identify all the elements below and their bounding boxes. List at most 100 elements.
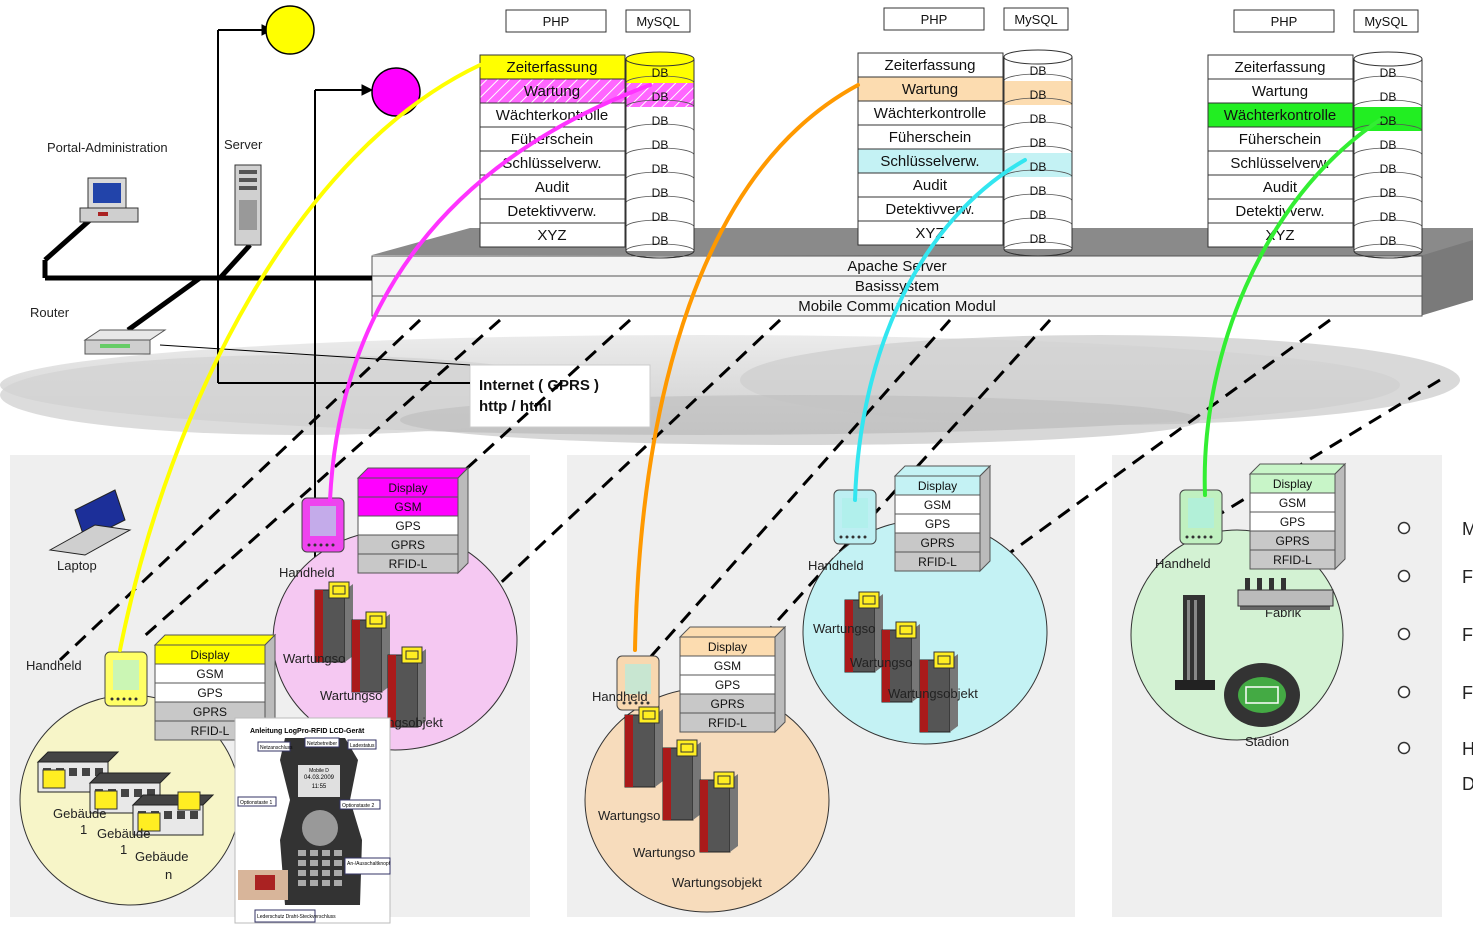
handheld-label-5: Handheld — [1155, 556, 1211, 571]
handheld-icon — [1179, 489, 1223, 545]
yellow-node — [265, 5, 315, 55]
module-box — [857, 100, 1004, 126]
module-label: Audit — [1263, 179, 1298, 196]
module-label: Detektivverw. — [1235, 203, 1324, 220]
device-layer-label: RFID-L — [918, 555, 957, 569]
manual-screen-mobile: Mobile D — [309, 768, 329, 774]
db-label: DB — [652, 186, 669, 200]
module-label: Audit — [535, 179, 570, 196]
device-layer-label: GPS — [925, 517, 950, 531]
php-box — [1233, 9, 1335, 33]
router-icon — [83, 329, 167, 355]
manual-callout-3: Ladestatus — [350, 743, 375, 749]
object-label-p1: Wartungso — [283, 651, 345, 666]
module-label: Wartung — [902, 81, 958, 98]
module-box — [479, 222, 626, 248]
device-layer-label: GPRS — [193, 705, 227, 719]
db-label: DB — [652, 66, 669, 80]
factory-icon — [1237, 578, 1334, 610]
php-box — [505, 9, 607, 33]
module-label: Audit — [913, 177, 948, 194]
module-label: Wächterkontrolle — [496, 107, 609, 124]
db-label: DB — [652, 114, 669, 128]
module-box — [1207, 126, 1354, 152]
module-label: Wächterkontrolle — [1224, 107, 1337, 124]
module-label: Zeiterfassung — [507, 59, 598, 76]
php-box — [883, 7, 985, 31]
mysql-label: MySQL — [1014, 12, 1057, 27]
maintenance-object-icon — [844, 591, 883, 673]
object-label-p2: Wartungso — [320, 688, 382, 703]
db-label: DB — [652, 90, 669, 104]
module-label: Zeiterfassung — [1235, 59, 1326, 76]
device-layer-label: RFID-L — [389, 557, 428, 571]
internet-cloud — [0, 335, 1460, 445]
object-label-p3: ungsobjekt — [380, 715, 443, 730]
db-label: DB — [1380, 210, 1397, 224]
stadium-icon — [1224, 663, 1300, 727]
module-label: Schlüsselverw. — [1230, 155, 1329, 172]
db-label: DB — [652, 234, 669, 248]
db-label: DB — [1380, 66, 1397, 80]
building-label-2-num: 1 — [120, 842, 127, 857]
device-layer-label: Display — [708, 640, 747, 654]
db-label: DB — [1380, 90, 1397, 104]
mysql-box — [625, 9, 691, 33]
device-layer-label: Display — [388, 481, 427, 495]
device-layer — [894, 551, 981, 572]
device-layer — [1249, 549, 1336, 570]
module-label: Füherschein — [1239, 131, 1322, 148]
bullet-marker — [1397, 685, 1411, 699]
maintenance-object-icon — [314, 581, 353, 663]
db-label: DB — [1380, 114, 1397, 128]
maintenance-object-icon — [919, 651, 958, 733]
bullet-text: H — [1462, 739, 1473, 759]
module-box — [1207, 222, 1354, 248]
device-layer — [679, 712, 776, 733]
php-label: PHP — [921, 12, 948, 27]
device-layer-label: GPRS — [1275, 534, 1309, 548]
handheld-label-1: Handheld — [26, 658, 82, 673]
db-label: DB — [1380, 234, 1397, 248]
db-label: DB — [1030, 112, 1047, 126]
desktop-computer-icon — [79, 177, 139, 223]
bullet-marker — [1397, 627, 1411, 641]
device-layer-label: GSM — [714, 659, 741, 673]
building-label-3: Gebäude — [135, 849, 189, 864]
module-box — [479, 174, 626, 200]
maintenance-object-icon — [387, 646, 426, 728]
building-label-2: Gebäude — [97, 826, 151, 841]
device-layer-label: GPS — [1280, 515, 1305, 529]
bullet-text: D — [1462, 774, 1473, 794]
magenta-node — [371, 67, 421, 117]
php-label: PHP — [1271, 14, 1298, 29]
module-label: Wächterkontrolle — [874, 105, 987, 122]
object-label-o2: Wartungso — [633, 845, 695, 860]
device-layer-label: GPS — [715, 678, 740, 692]
device-layer-label: GPS — [395, 519, 420, 533]
device-layer-label: RFID-L — [708, 716, 747, 730]
internet-label: Internet ( GPRS ) — [479, 377, 599, 394]
device-layer — [357, 553, 459, 574]
device-layer-label: RFID-L — [1273, 553, 1312, 567]
maintenance-object-icon — [351, 611, 390, 693]
db-label: DB — [652, 210, 669, 224]
mysql-box — [1003, 7, 1069, 31]
link-green — [1202, 118, 1382, 497]
laptop-icon — [48, 489, 132, 556]
bullet-marker — [1397, 569, 1411, 583]
tower-building-icon — [1175, 595, 1215, 690]
module-label: Detektivverw. — [507, 203, 596, 220]
device-layer-label: GPRS — [710, 697, 744, 711]
object-label-c1: Wartungso — [813, 621, 875, 636]
maintenance-object-icon — [881, 621, 920, 703]
stadium-label: Stadion — [1245, 734, 1289, 749]
device-manual-image: Anleitung LogPro-RFID LCD-Gerät 04.03.20… — [234, 717, 391, 924]
module-box — [479, 78, 626, 104]
